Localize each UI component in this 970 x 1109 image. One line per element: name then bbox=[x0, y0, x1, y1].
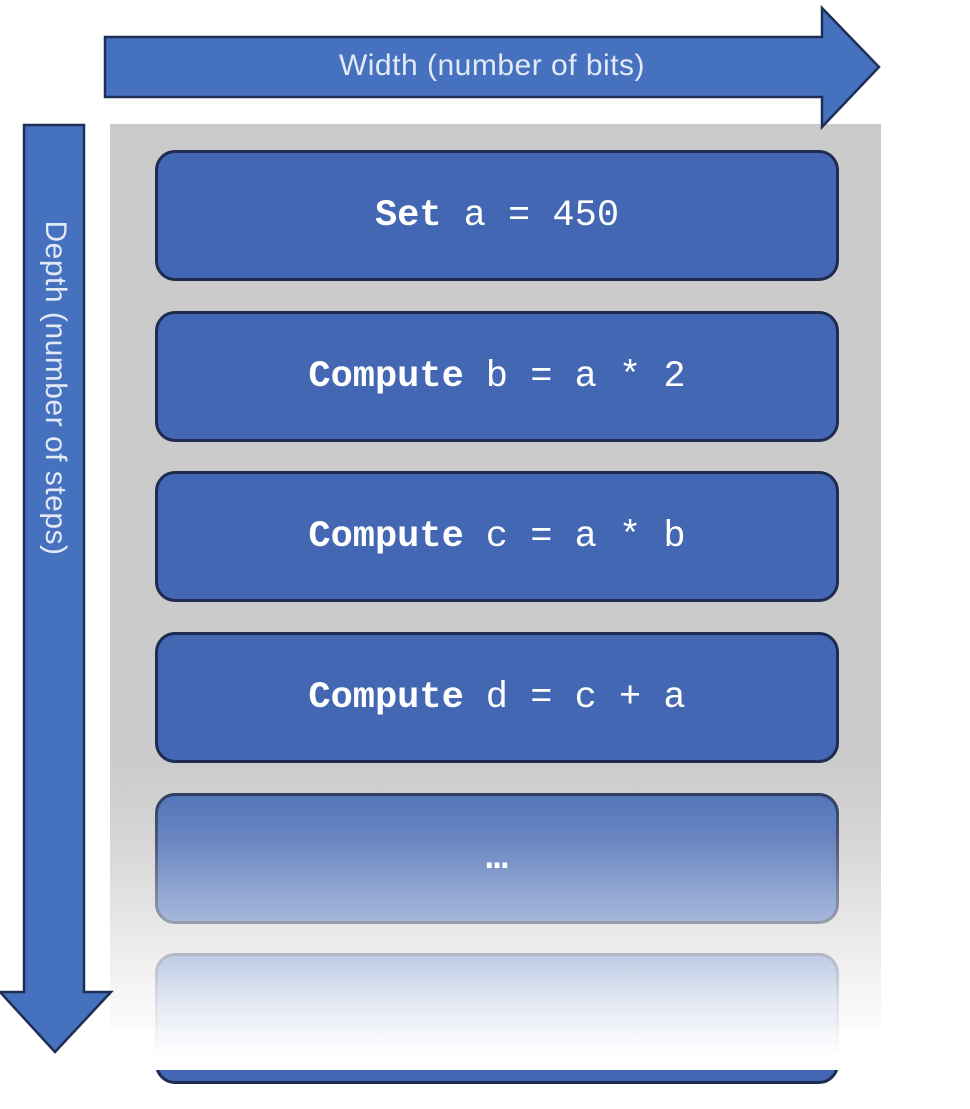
step-keyword: Compute bbox=[308, 676, 464, 719]
step-expression: d = c + a bbox=[485, 676, 686, 719]
depth-axis-label: Depth (number of steps) bbox=[39, 220, 72, 556]
step-keyword: Compute bbox=[308, 515, 464, 558]
width-axis-label: Width (number of bits) bbox=[338, 49, 646, 82]
step-expression: b = a * 2 bbox=[485, 355, 686, 398]
ellipsis-text: … bbox=[485, 837, 509, 880]
step-keyword: Set bbox=[374, 194, 442, 237]
step-keyword: Compute bbox=[308, 355, 464, 398]
depth-axis-arrow bbox=[0, 123, 114, 1054]
step-expression: a = 450 bbox=[463, 194, 620, 237]
step-box-compute-c: Compute c = a * b bbox=[155, 471, 839, 602]
step-box-compute-d: Compute d = c + a bbox=[155, 632, 839, 763]
step-box-set-a: Set a = 450 bbox=[155, 150, 839, 281]
step-box-ghost-reflection bbox=[155, 953, 839, 1084]
step-expression: c = a * b bbox=[485, 515, 686, 558]
step-box-ellipsis: … bbox=[155, 793, 839, 924]
step-box-compute-b: Compute b = a * 2 bbox=[155, 311, 839, 442]
width-axis-arrow bbox=[103, 4, 881, 131]
